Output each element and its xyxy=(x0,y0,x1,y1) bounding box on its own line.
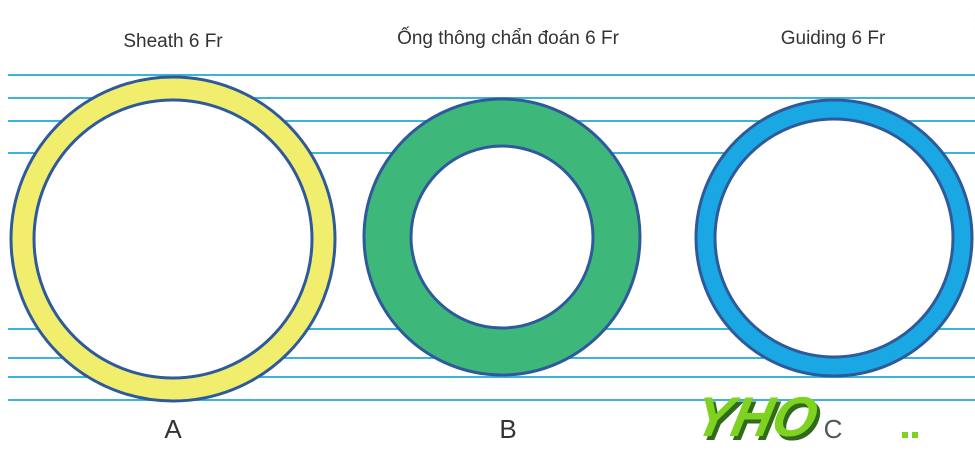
label-b: B xyxy=(499,414,517,444)
ring-c-inner xyxy=(713,117,955,359)
label-a: A xyxy=(164,414,182,444)
logo-text: YHO xyxy=(689,386,824,448)
logo-dot xyxy=(902,432,908,438)
logo-shadow: YHO xyxy=(692,390,827,452)
ring-a xyxy=(9,75,337,403)
title-c: Guiding 6 Fr xyxy=(780,28,886,49)
label-c: C xyxy=(823,414,843,444)
logo-dot xyxy=(912,432,918,438)
ring-b-inner xyxy=(409,144,595,330)
ring-b xyxy=(362,97,642,377)
ring-a-inner xyxy=(32,98,314,380)
ring-c xyxy=(694,98,974,378)
title-b: Ống thông chẩn đoán 6 Fr xyxy=(397,28,619,49)
yho-logo: YHO YHO xyxy=(689,386,918,452)
menu-dots-icon[interactable]: ⋮ xyxy=(966,8,975,33)
title-a: Sheath 6 Fr xyxy=(123,31,223,52)
